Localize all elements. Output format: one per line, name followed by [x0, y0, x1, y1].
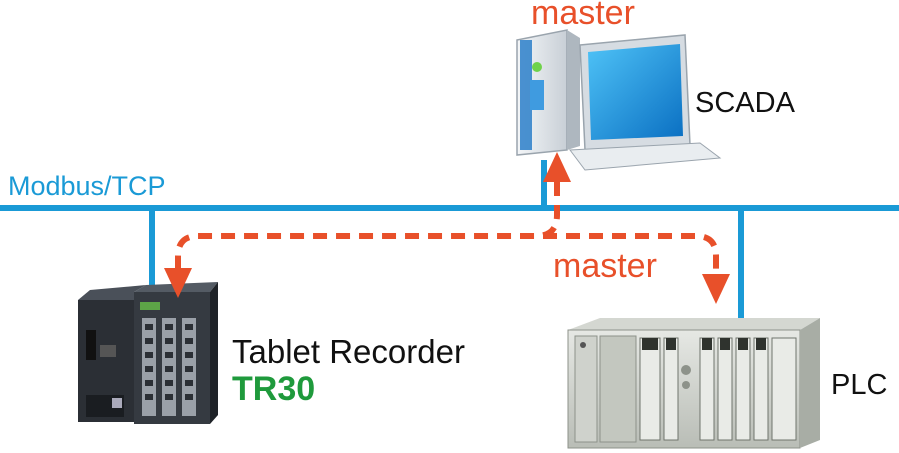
- tablet-recorder-icon: [78, 282, 218, 424]
- network-bus: [0, 160, 899, 330]
- scada-label: SCADA: [695, 87, 795, 119]
- plc-label: PLC: [831, 369, 888, 401]
- tablet-recorder-label: Tablet Recorder: [232, 333, 465, 370]
- arrow-heads: [164, 152, 730, 304]
- desktop-computer-icon: [516, 29, 722, 171]
- recorder-master-label: master: [553, 247, 657, 285]
- data-flow-arrows: [175, 182, 719, 276]
- scada-master-label: master: [531, 0, 635, 32]
- network-label: Modbus/TCP: [8, 171, 166, 201]
- plc-rack-icon: [567, 318, 820, 449]
- tr-model-label: TR30: [232, 370, 316, 408]
